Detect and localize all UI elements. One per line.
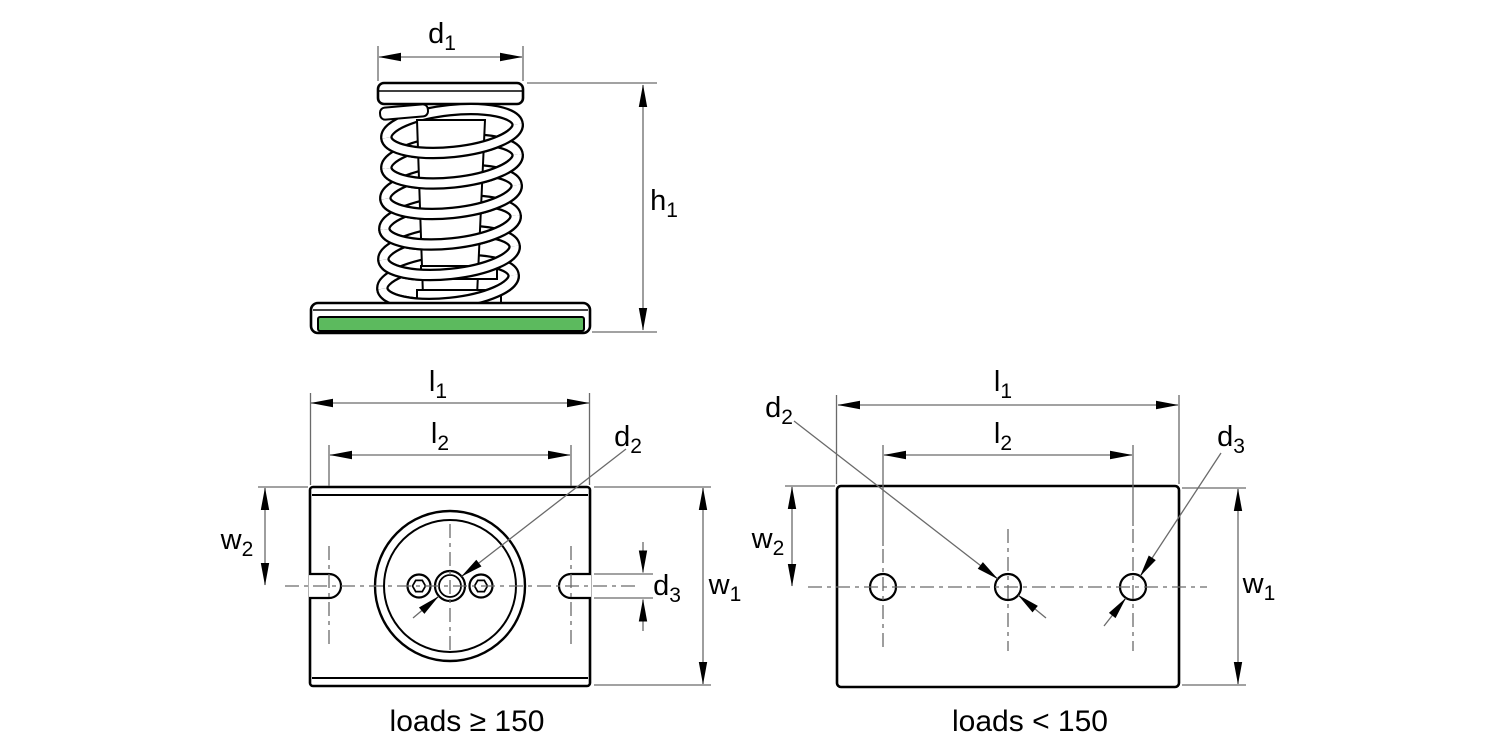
dimension-l2: l2 [328,418,572,486]
dimension-d2: d2 [765,392,1047,619]
leader-line [412,596,439,619]
label-w2: w2 [220,524,254,561]
dimension-l1: l1 [309,366,591,485]
dimension-w1: w1 [594,486,742,686]
side-view: d1 [309,18,678,335]
hex-socket [411,579,427,593]
leader-line [1017,594,1047,619]
dimension-w1: w1 [1182,487,1276,686]
coil-spring [376,102,524,311]
dimension-w2: w2 [751,485,835,587]
label-d3: d3 [1217,421,1245,458]
elastomer-pad-green [317,316,585,332]
spring-top-plate [376,81,525,106]
dimension-d2: d2 [412,421,642,619]
label-d3: d3 [653,570,681,607]
label-d2: d2 [765,392,793,429]
label-h1: h1 [650,185,678,222]
dimension-d1: d1 [377,18,524,81]
leader-line [1139,452,1222,577]
caption-loads-heavy: loads ≥ 150 [390,705,545,738]
dimension-w2: w2 [220,486,308,586]
dimension-d3: d3 [1103,421,1245,627]
coil-end-hook [378,103,430,121]
leader-line [1103,597,1127,627]
leader-line [793,420,999,580]
leader-line [461,448,627,578]
caption-loads-light: loads < 150 [952,705,1108,738]
label-d1: d1 [428,18,456,55]
label-l1: l1 [994,366,1012,403]
label-d2: d2 [614,421,642,458]
dimension-l2: l2 [882,418,1134,546]
label-l2: l2 [994,418,1012,455]
dimension-h1: h1 [638,84,678,331]
top-view-heavy: l1 l2 w2 w1 d3 [220,366,742,738]
dimension-l1: l1 [835,366,1180,484]
label-w2: w2 [751,523,785,560]
label-w1: w1 [708,569,742,606]
base-plate [309,301,592,335]
top-view-light: l1 l2 w2 w1 d2 [751,366,1276,738]
label-w1: w1 [1242,568,1276,605]
label-l1: l1 [429,366,447,403]
label-l2: l2 [431,418,449,455]
dimension-d3: d3 [594,542,681,631]
